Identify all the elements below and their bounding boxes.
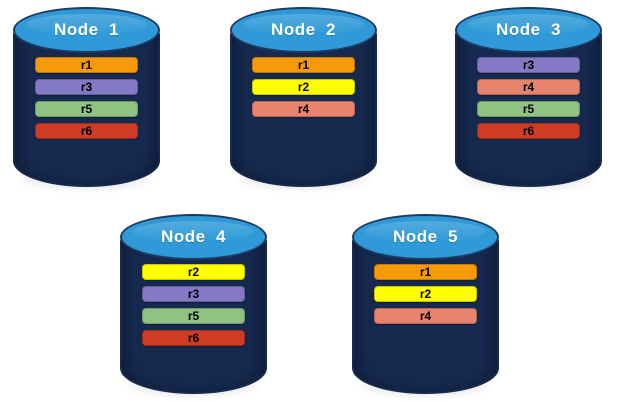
record-label: r3: [187, 287, 200, 301]
record-bar-r1[interactable]: r1: [35, 57, 138, 73]
cylinder-top-ellipse: [120, 214, 267, 260]
record-label: r4: [522, 80, 535, 94]
record-label: r4: [297, 102, 310, 116]
record-bar-r4[interactable]: r4: [374, 308, 477, 324]
record-label: r3: [80, 80, 93, 94]
database-node-2[interactable]: Node 2 r1 r2 r4: [230, 7, 377, 191]
record-list: r3 r4 r5 r6: [455, 57, 602, 139]
record-bar-r2[interactable]: r2: [142, 264, 245, 280]
record-bar-r6[interactable]: r6: [142, 330, 245, 346]
record-label: r5: [522, 102, 535, 116]
database-node-3[interactable]: Node 3 r3 r4 r5 r6: [455, 7, 602, 191]
record-bar-r5[interactable]: r5: [35, 101, 138, 117]
record-bar-r3[interactable]: r3: [35, 79, 138, 95]
record-bar-r3[interactable]: r3: [142, 286, 245, 302]
record-label: r3: [522, 58, 535, 72]
record-label: r1: [297, 58, 310, 72]
record-label: r2: [297, 80, 310, 94]
record-label: r5: [187, 309, 200, 323]
cylinder-top-ellipse: [13, 7, 160, 53]
node-title-4: Node 4: [161, 227, 226, 246]
node-title-2: Node 2: [271, 20, 336, 39]
record-bar-r3[interactable]: r3: [477, 57, 580, 73]
record-label: r6: [187, 331, 200, 345]
record-bar-r2[interactable]: r2: [374, 286, 477, 302]
record-label: r2: [187, 265, 200, 279]
record-label: r6: [80, 124, 93, 138]
cylinder-top-ellipse: [352, 214, 499, 260]
record-label: r2: [419, 287, 432, 301]
cylinder-top-ellipse: [455, 7, 602, 53]
record-label: r4: [419, 309, 432, 323]
record-bar-r2[interactable]: r2: [252, 79, 355, 95]
record-label: r5: [80, 102, 93, 116]
record-bar-r1[interactable]: r1: [252, 57, 355, 73]
database-node-4[interactable]: Node 4 r2 r3 r5 r6: [120, 214, 267, 398]
record-list: r2 r3 r5 r6: [120, 264, 267, 346]
record-label: r1: [80, 58, 93, 72]
record-bar-r4[interactable]: r4: [477, 79, 580, 95]
node-title-5: Node 5: [393, 227, 458, 246]
database-node-5[interactable]: Node 5 r1 r2 r4: [352, 214, 499, 398]
cylinder-top-ellipse: [230, 7, 377, 53]
record-bar-r4[interactable]: r4: [252, 101, 355, 117]
record-label: r6: [522, 124, 535, 138]
record-label: r1: [419, 265, 432, 279]
database-node-1[interactable]: Node 1 r1 r3 r5 r6: [13, 7, 160, 191]
record-bar-r5[interactable]: r5: [142, 308, 245, 324]
record-bar-r6[interactable]: r6: [35, 123, 138, 139]
record-list: r1 r2 r4: [352, 264, 499, 324]
record-bar-r1[interactable]: r1: [374, 264, 477, 280]
record-list: r1 r3 r5 r6: [13, 57, 160, 139]
record-list: r1 r2 r4: [230, 57, 377, 117]
node-title-1: Node 1: [54, 20, 119, 39]
record-bar-r6[interactable]: r6: [477, 123, 580, 139]
node-title-3: Node 3: [496, 20, 561, 39]
record-bar-r5[interactable]: r5: [477, 101, 580, 117]
